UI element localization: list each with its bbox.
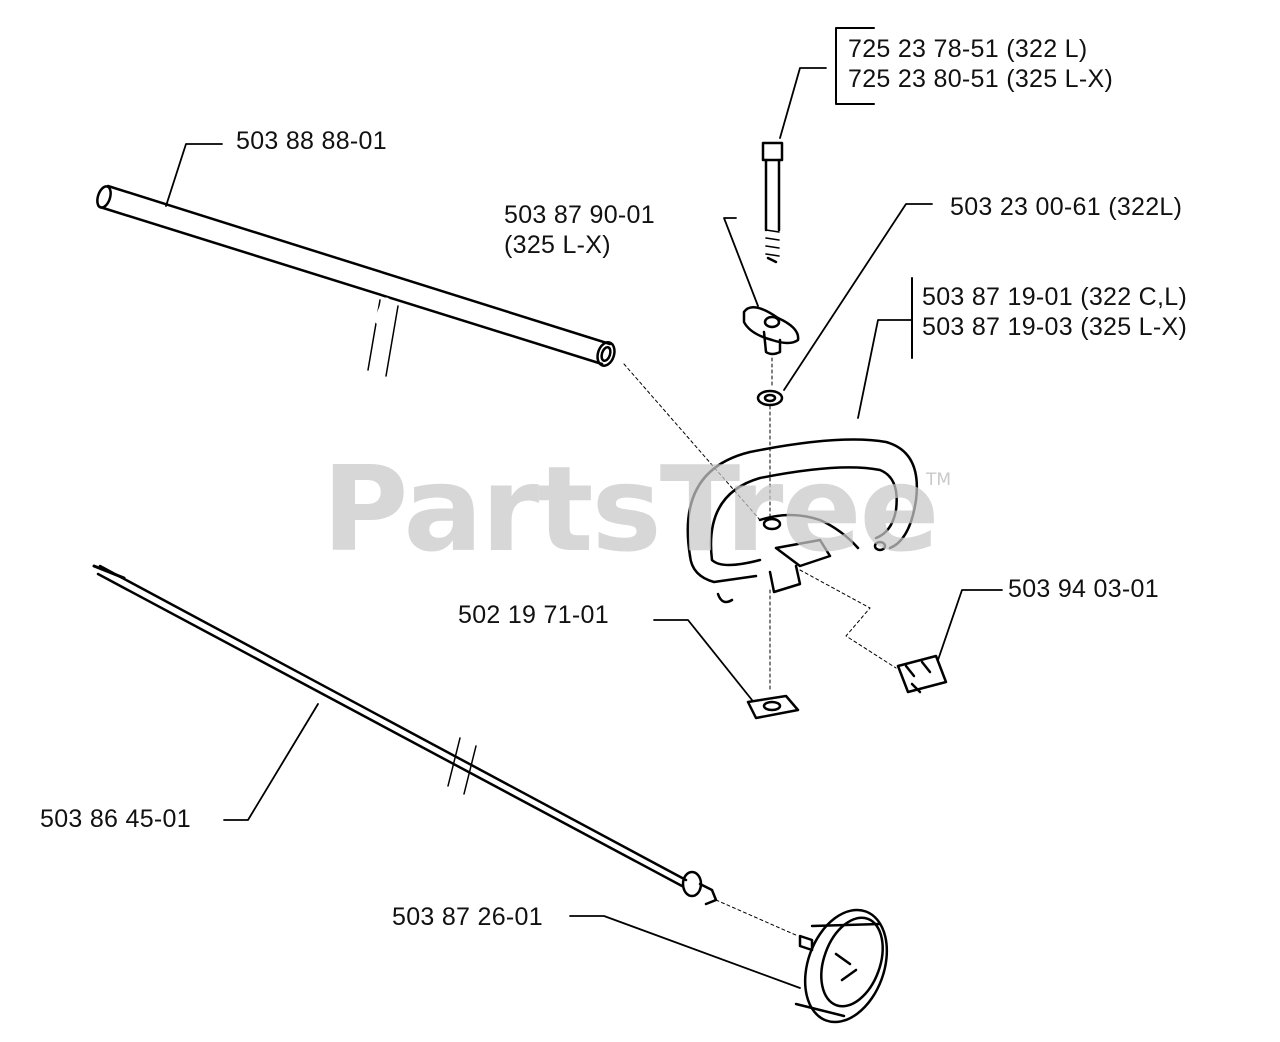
label-clip: 503 94 03-01 bbox=[1008, 575, 1159, 603]
label-knob-part: 503 87 90-01 bbox=[504, 201, 655, 229]
label-bolt-322: 725 23 78-51 (322 L) bbox=[848, 35, 1088, 63]
shaft-tube-drawing bbox=[96, 184, 616, 377]
trademark-mark: TM bbox=[926, 470, 952, 490]
washer-drawing bbox=[756, 389, 784, 407]
drive-shaft-drawing bbox=[92, 564, 718, 906]
nut-drawing bbox=[746, 694, 800, 720]
clutch-drum-drawing bbox=[794, 908, 889, 1024]
knob-drawing bbox=[742, 305, 800, 356]
label-nut: 502 19 71-01 bbox=[458, 601, 609, 629]
label-clutch-drum: 503 87 26-01 bbox=[392, 903, 543, 931]
label-knob-model: (325 L-X) bbox=[504, 231, 611, 259]
shaft-tube-leader bbox=[165, 143, 223, 207]
bolt-drawing bbox=[761, 141, 784, 264]
clip-drawing bbox=[896, 654, 948, 694]
watermark-logo: PartsTree bbox=[322, 440, 940, 578]
label-handle-325: 503 87 19-03 (325 L-X) bbox=[922, 313, 1188, 341]
label-washer: 503 23 00-61 (322L) bbox=[950, 193, 1183, 221]
label-bolt-325: 725 23 80-51 (325 L-X) bbox=[848, 65, 1114, 93]
handle-drawing bbox=[686, 438, 919, 604]
label-shaft-tube: 503 88 88-01 bbox=[236, 127, 387, 155]
label-drive-shaft: 503 86 45-01 bbox=[40, 805, 191, 833]
label-handle-322: 503 87 19-01 (322 C,L) bbox=[922, 283, 1188, 311]
